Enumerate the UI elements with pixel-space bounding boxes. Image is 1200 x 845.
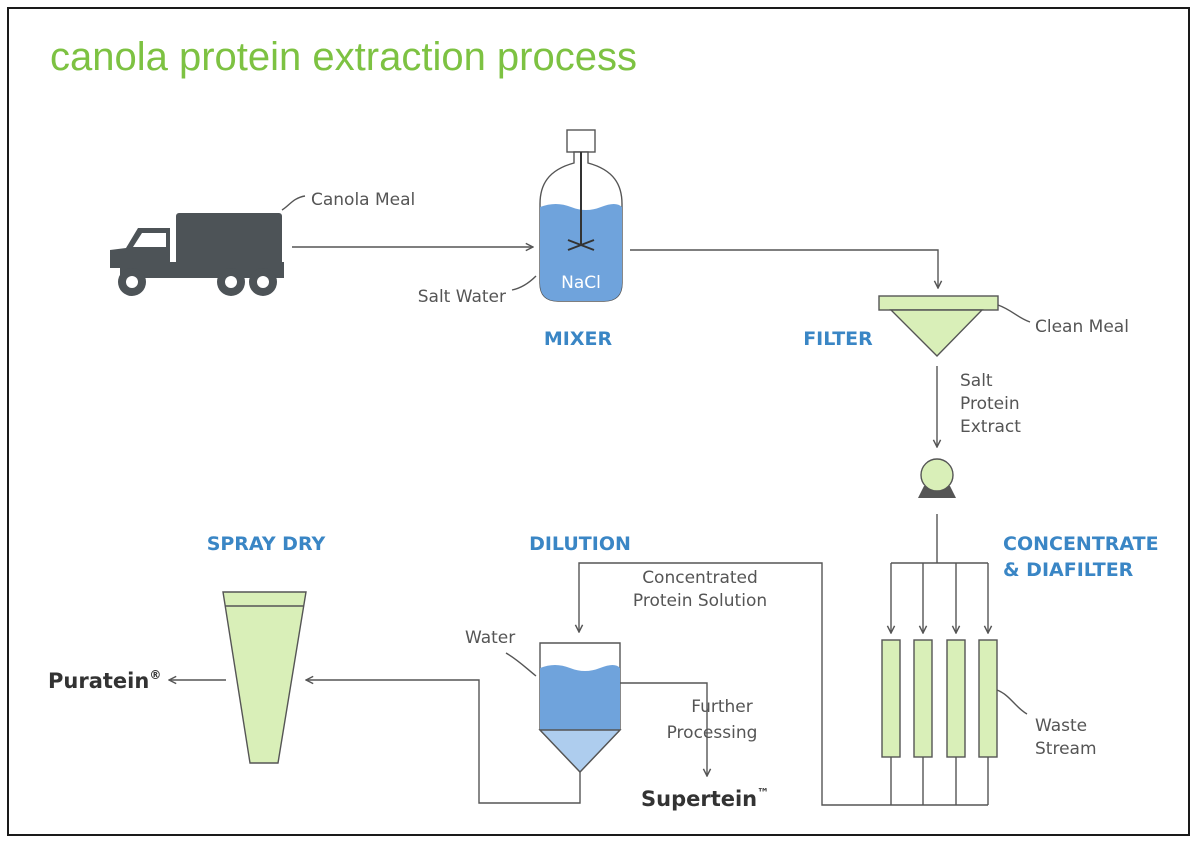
canola-meal-leader: [281, 195, 306, 211]
spray-dry-stage-label: SPRAY DRY: [207, 533, 326, 555]
puratein-registered-mark: ®: [149, 668, 161, 682]
supertein-trademark: ™: [757, 786, 769, 800]
dilution-to-spray-dry-arrow: [306, 680, 581, 804]
dilution-tank: [538, 642, 622, 774]
concentrated-label-2: Protein Solution: [633, 591, 767, 611]
further-processing-label-2: Processing: [667, 723, 758, 743]
mixer-tank: [539, 129, 623, 302]
waste-stream-label-1: Waste: [1035, 716, 1087, 736]
waste-stream-label-2: Stream: [1035, 739, 1097, 759]
supertein-name: Supertein: [641, 787, 757, 811]
puratein-name: Puratein: [48, 669, 149, 693]
mixer-stage-label: MIXER: [544, 328, 613, 350]
concentrate-stage-label-2: & DIAFILTER: [1003, 559, 1134, 581]
membrane-outlets: [890, 757, 989, 805]
salt-protein-extract-label-2: Protein: [960, 394, 1020, 414]
supertein-product: Supertein™: [641, 786, 769, 811]
salt-protein-extract-label-1: Salt: [960, 371, 993, 391]
water-label: Water: [465, 628, 515, 648]
salt-water-label: Salt Water: [418, 287, 506, 307]
puratein-product: Puratein®: [48, 668, 161, 693]
concentrated-label-1: Concentrated: [642, 568, 758, 588]
water-leader: [505, 652, 537, 677]
diagram-frame: [7, 7, 1190, 836]
nacl-label: NaCl: [561, 273, 601, 293]
clean-meal-label: Clean Meal: [1035, 317, 1129, 337]
filter-unit: [878, 295, 999, 357]
salt-protein-extract-label-3: Extract: [960, 417, 1021, 437]
further-processing-label-1: Further: [691, 697, 753, 717]
membrane-modules: [881, 639, 998, 758]
further-processing-arrow: [620, 682, 707, 776]
concentrate-to-dilution-arrow: [579, 562, 988, 806]
pump-icon: [918, 458, 956, 498]
canola-meal-label: Canola Meal: [311, 190, 415, 210]
concentrate-stage-label-1: CONCENTRATE: [1003, 533, 1159, 555]
salt-water-leader: [511, 275, 537, 291]
mixer-to-filter-arrow: [630, 249, 938, 288]
truck-icon: [110, 213, 284, 296]
clean-meal-leader: [997, 304, 1031, 323]
dilution-stage-label: DILUTION: [529, 533, 631, 555]
spray-dryer: [222, 591, 307, 764]
filter-stage-label: FILTER: [803, 328, 873, 350]
waste-stream-leader: [996, 689, 1028, 715]
page-title: canola protein extraction process: [50, 35, 637, 79]
